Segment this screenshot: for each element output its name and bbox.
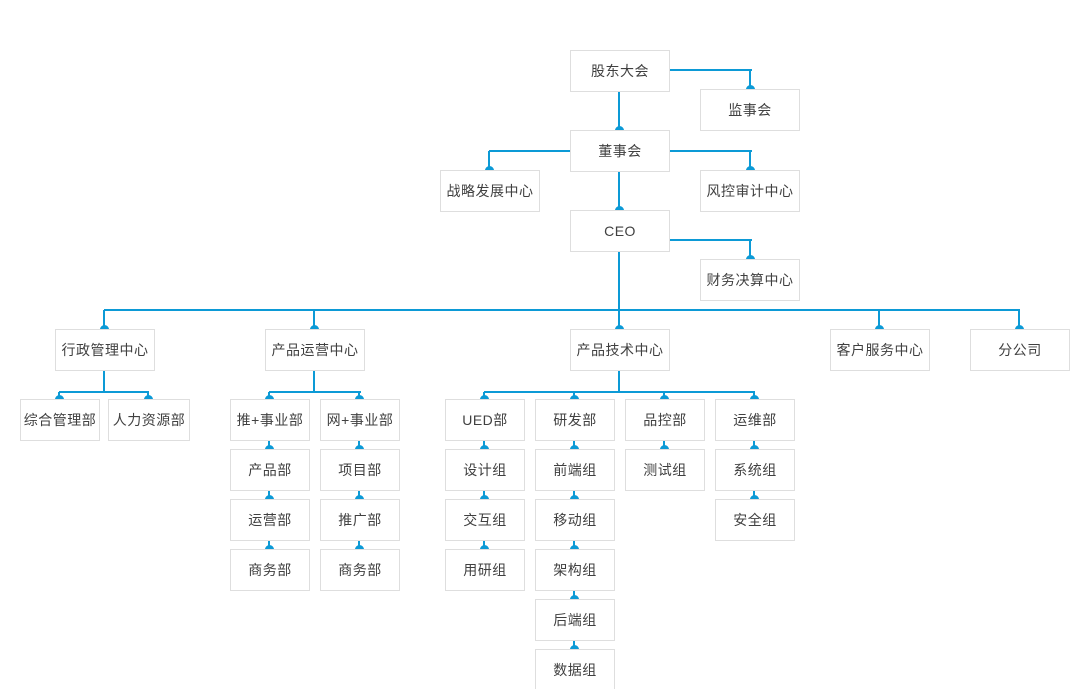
org-node-supervisory[interactable]: 监事会 bbox=[700, 89, 800, 131]
org-node-arch-grp[interactable]: 架构组 bbox=[535, 549, 615, 591]
org-node-tui-div[interactable]: 推+事业部 bbox=[230, 399, 310, 441]
main-bus-h bbox=[104, 309, 1020, 311]
prodops-stem-v bbox=[313, 371, 315, 392]
org-node-board[interactable]: 董事会 bbox=[570, 130, 670, 172]
org-node-ops-dept[interactable]: 运营部 bbox=[230, 499, 310, 541]
org-node-interaction-grp[interactable]: 交互组 bbox=[445, 499, 525, 541]
board-right-h bbox=[670, 150, 752, 152]
org-node-customer[interactable]: 客户服务中心 bbox=[830, 329, 930, 371]
bus-drop-prodops bbox=[313, 310, 315, 329]
org-node-ued[interactable]: UED部 bbox=[445, 399, 525, 441]
bus-drop-branch bbox=[1018, 310, 1020, 329]
prodtech-bar-h bbox=[484, 391, 755, 393]
org-node-mobile-grp[interactable]: 移动组 bbox=[535, 499, 615, 541]
ceo-to-finance-v bbox=[749, 240, 751, 259]
org-node-general-mgmt[interactable]: 综合管理部 bbox=[20, 399, 100, 441]
org-node-wang-div[interactable]: 网+事业部 bbox=[320, 399, 400, 441]
org-node-hr[interactable]: 人力资源部 bbox=[108, 399, 190, 441]
org-node-system-grp[interactable]: 系统组 bbox=[715, 449, 795, 491]
board-to-ceo-v bbox=[618, 172, 620, 210]
org-node-security-grp[interactable]: 安全组 bbox=[715, 499, 795, 541]
org-node-finance[interactable]: 财务决算中心 bbox=[700, 259, 800, 301]
shareholders-to-supervisory-h bbox=[670, 69, 752, 71]
org-node-prodtech[interactable]: 产品技术中心 bbox=[570, 329, 670, 371]
bus-drop-admin bbox=[103, 310, 105, 329]
board-left-v bbox=[488, 151, 490, 170]
shareholders-to-supervisory-v bbox=[749, 70, 751, 89]
board-right-v bbox=[749, 151, 751, 170]
org-node-strategy[interactable]: 战略发展中心 bbox=[440, 170, 540, 212]
org-node-test-grp[interactable]: 测试组 bbox=[625, 449, 705, 491]
org-node-rd[interactable]: 研发部 bbox=[535, 399, 615, 441]
org-node-backend-grp[interactable]: 后端组 bbox=[535, 599, 615, 641]
org-node-biz-dept-1[interactable]: 商务部 bbox=[230, 549, 310, 591]
org-node-biz-dept-2[interactable]: 商务部 bbox=[320, 549, 400, 591]
org-node-frontend-grp[interactable]: 前端组 bbox=[535, 449, 615, 491]
org-node-product-dept[interactable]: 产品部 bbox=[230, 449, 310, 491]
org-node-data-grp[interactable]: 数据组 bbox=[535, 649, 615, 689]
org-node-riskaudit[interactable]: 风控审计中心 bbox=[700, 170, 800, 212]
admin-stem-v bbox=[103, 371, 105, 392]
org-node-branch[interactable]: 分公司 bbox=[970, 329, 1070, 371]
prodtech-stem-v bbox=[618, 371, 620, 392]
org-node-qc[interactable]: 品控部 bbox=[625, 399, 705, 441]
org-node-shareholders[interactable]: 股东大会 bbox=[570, 50, 670, 92]
org-node-devops[interactable]: 运维部 bbox=[715, 399, 795, 441]
org-node-admin[interactable]: 行政管理中心 bbox=[55, 329, 155, 371]
bus-drop-customer bbox=[878, 310, 880, 329]
org-node-project-dept[interactable]: 项目部 bbox=[320, 449, 400, 491]
prodops-bar-h bbox=[269, 391, 361, 393]
board-left-h bbox=[489, 150, 571, 152]
ceo-to-finance-h bbox=[670, 239, 752, 241]
shareholders-to-board-v bbox=[618, 92, 620, 130]
org-node-prodops[interactable]: 产品运营中心 bbox=[265, 329, 365, 371]
ceo-to-bus-v bbox=[618, 252, 620, 329]
org-node-promo-dept[interactable]: 推广部 bbox=[320, 499, 400, 541]
admin-bar-h bbox=[59, 391, 149, 393]
org-node-design-grp[interactable]: 设计组 bbox=[445, 449, 525, 491]
org-node-research-grp[interactable]: 用研组 bbox=[445, 549, 525, 591]
org-node-ceo[interactable]: CEO bbox=[570, 210, 670, 252]
